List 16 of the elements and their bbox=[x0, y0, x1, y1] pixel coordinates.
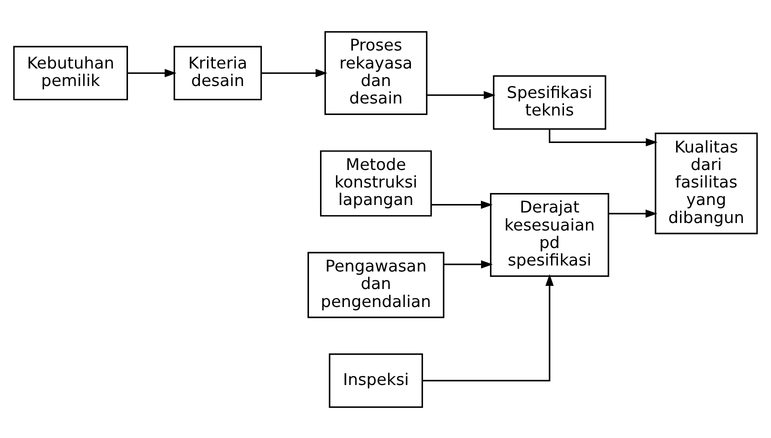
node-box: Inspeksi bbox=[328, 352, 424, 408]
node-box: Metode konstruksi lapangan bbox=[320, 150, 432, 216]
node-box: Spesifikasi teknis bbox=[492, 74, 606, 130]
node-box: Pengawasan dan pengendalian bbox=[308, 251, 444, 318]
node-box: Proses rekayasa dan desain bbox=[324, 30, 428, 115]
arrow bbox=[261, 68, 328, 77]
arrow bbox=[422, 274, 554, 381]
arrow bbox=[431, 200, 493, 208]
node-box: Kualitas dari fasilitas yang dibangun bbox=[654, 132, 758, 234]
node-box: Derajat kesesuaian pd spesifikasi bbox=[490, 192, 610, 276]
node-box: Kriteria desain bbox=[174, 45, 262, 100]
arrow bbox=[128, 68, 176, 77]
arrow bbox=[608, 208, 658, 218]
arrow bbox=[444, 260, 493, 268]
arrow bbox=[427, 90, 496, 99]
node-box: Kebutuhan pemilik bbox=[13, 45, 128, 100]
